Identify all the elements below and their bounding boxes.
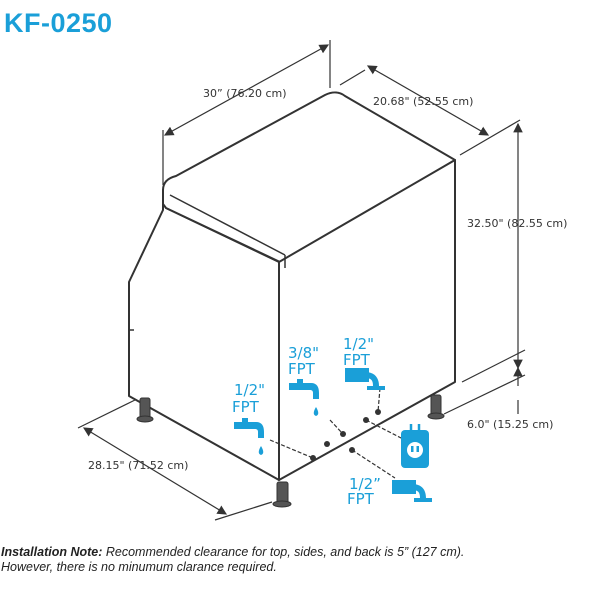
dim-height-label: 32.50" (82.55 cm) (467, 217, 567, 230)
bottom-drain-type: FPT (347, 490, 375, 508)
rim-edge-line (165, 207, 280, 263)
dim-depth-bottom-arrow (82, 427, 228, 515)
leg-back-left-foot (136, 415, 154, 423)
installation-note-line1: Recommended clearance for top, sides, an… (102, 545, 465, 559)
cabinet-front-face (278, 159, 456, 481)
leg-back-left (139, 397, 151, 419)
rim-front-line (169, 194, 286, 268)
connection-leader-lines (269, 387, 406, 479)
mid-water-type: FPT (288, 360, 316, 378)
installation-note: Installation Note: Recommended clearance… (1, 545, 601, 575)
water-faucet-icon (289, 379, 319, 416)
bottom-drain-size: 1/2” (349, 475, 381, 493)
leg-front-right (430, 394, 442, 416)
dimension-lines (77, 40, 526, 521)
top-drain-type: FPT (343, 351, 371, 369)
dim-depth-top-label: 20.68" (52.55 cm) (373, 95, 473, 108)
mid-water-size: 3/8" (288, 344, 319, 362)
left-water-size: 1/2" (234, 381, 265, 399)
left-water-type: FPT (232, 398, 260, 416)
water-faucet-icon (234, 418, 264, 455)
leg-front-left-foot (272, 500, 292, 508)
cabinet-outline (128, 91, 456, 481)
page-title: KF-0250 (4, 8, 113, 38)
drain-icon (392, 480, 432, 502)
dim-width-label: 30” (76.20 cm) (203, 87, 287, 100)
drain-icon (345, 368, 385, 390)
power-outlet-icon (401, 424, 429, 468)
dim-depth-bottom-label: 28.15" (71.52 cm) (88, 459, 188, 472)
dim-width-arrow (163, 44, 330, 136)
top-drain-size: 1/2" (343, 335, 374, 353)
leg-front-right-foot (427, 412, 445, 420)
dim-depth-top-arrow (366, 65, 490, 136)
dim-leg-label: 6.0" (15.25 cm) (467, 418, 553, 431)
installation-note-label: Installation Note: (1, 545, 103, 559)
cabinet-legs (136, 394, 445, 508)
installation-note-line2: However, there is no minumum clarance re… (1, 560, 277, 574)
